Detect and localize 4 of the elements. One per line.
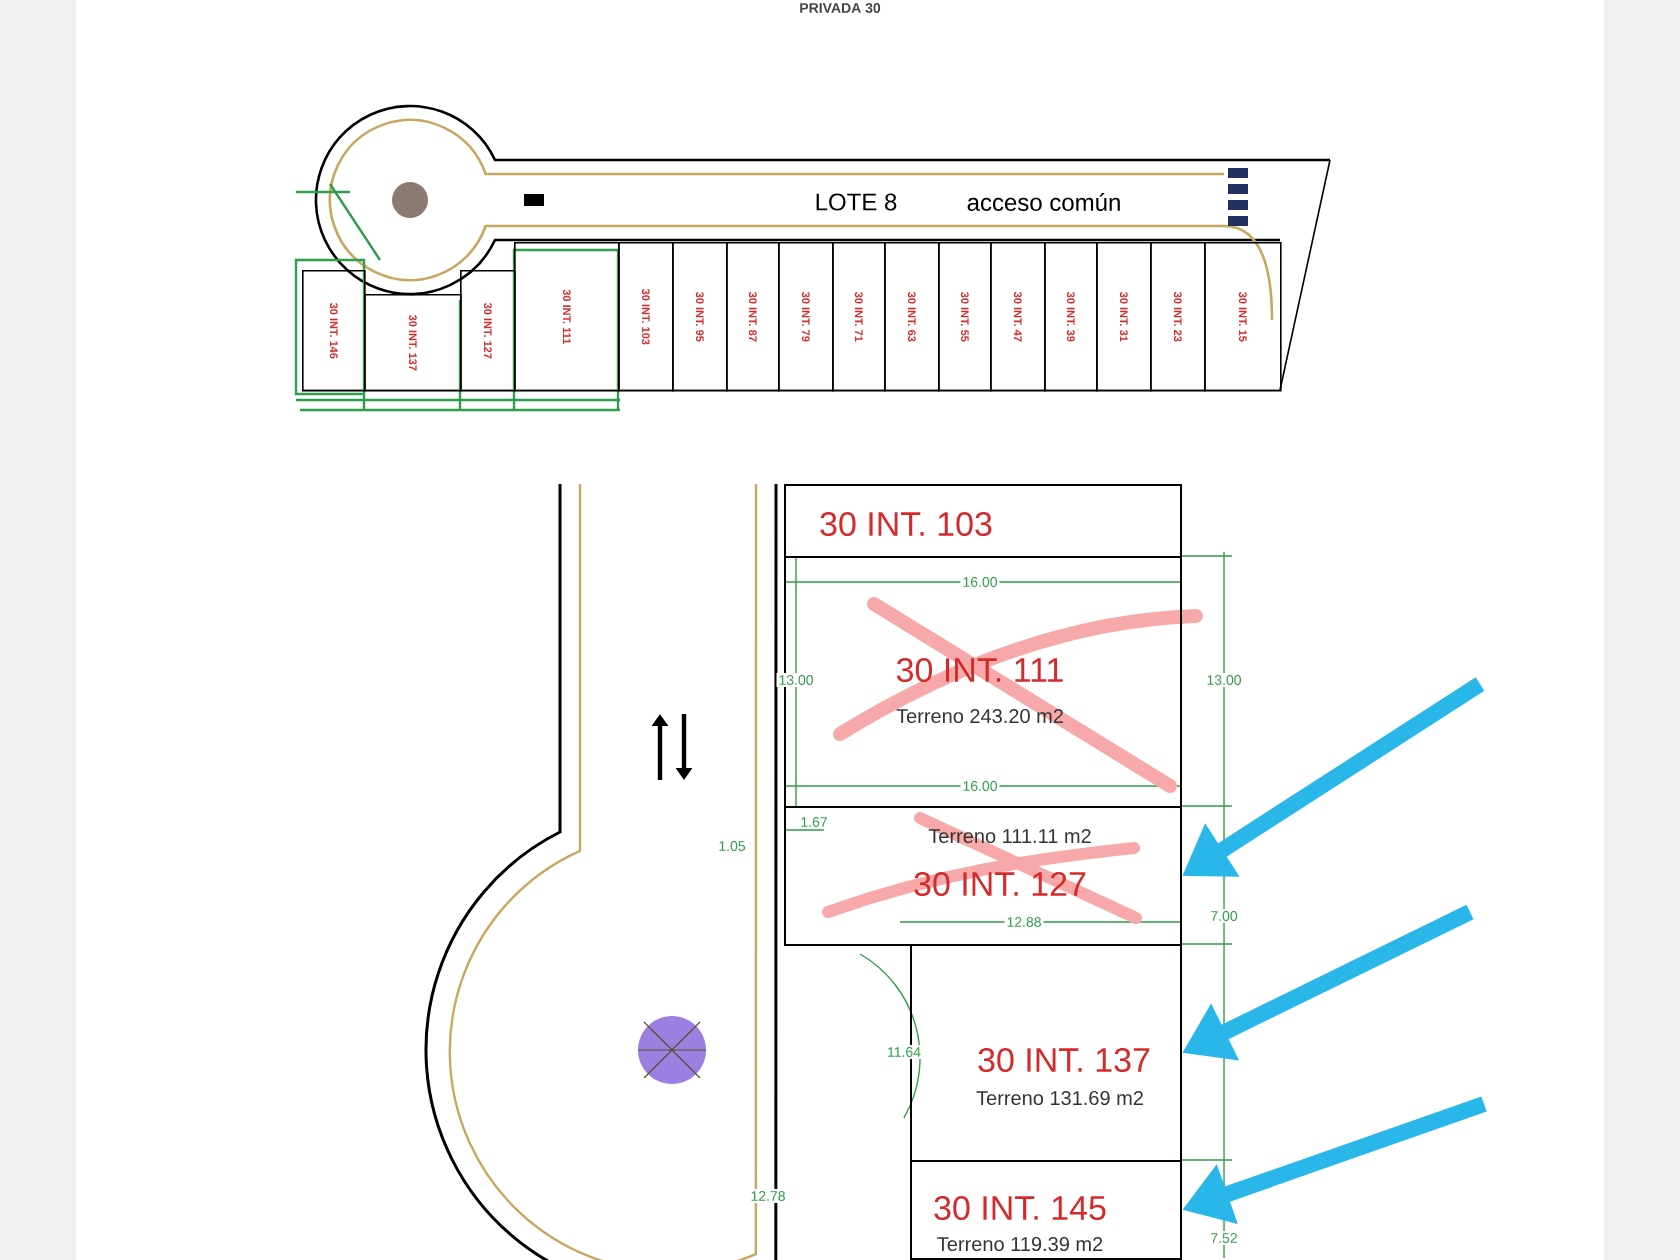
road-label: acceso común — [967, 193, 1120, 211]
road-label: LOTE 8 — [816, 193, 897, 211]
lot-parcel: 30 INT. 145 Terreno 119.39 m2 — [910, 1160, 1182, 1260]
lot-parcel: 30 INT. 103 — [784, 484, 1182, 558]
